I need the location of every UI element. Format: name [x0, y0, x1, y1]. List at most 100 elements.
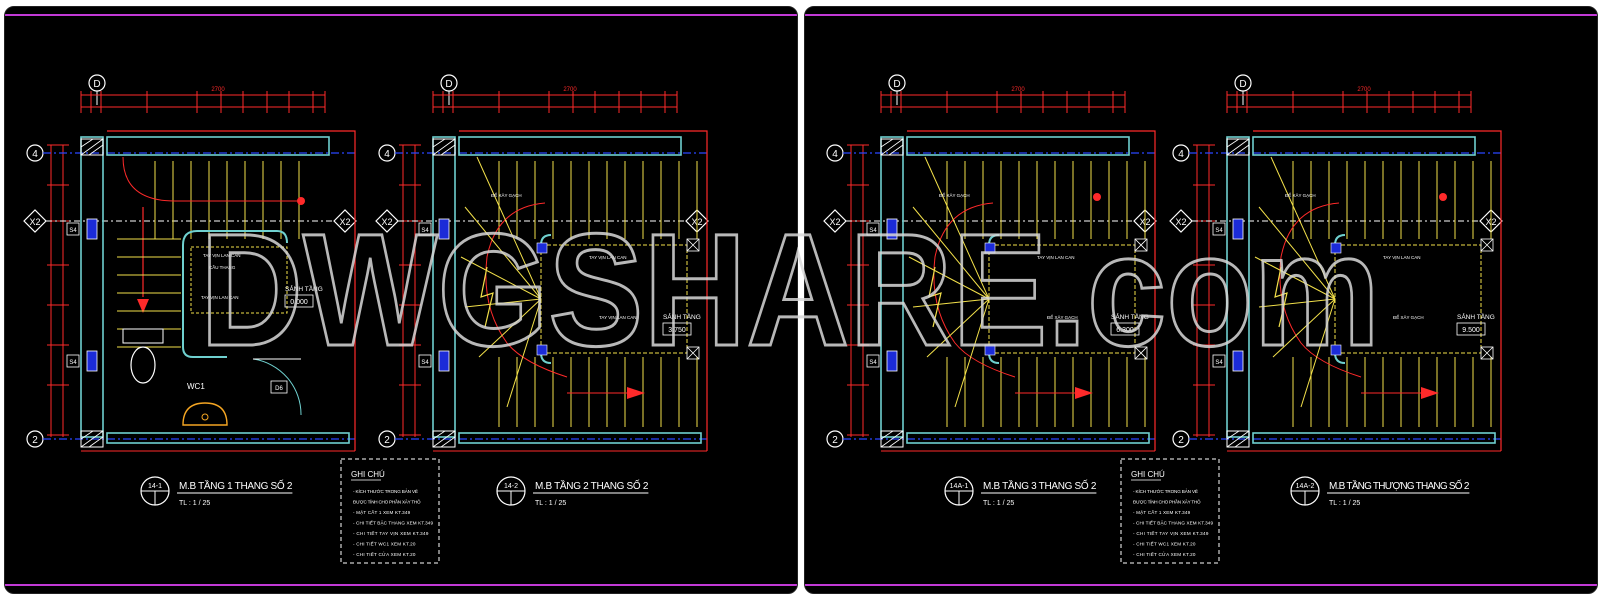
winder-line	[1270, 156, 1336, 300]
frame-line-top	[5, 14, 797, 16]
column-top-hatch	[80, 138, 104, 156]
title-code: 14A-2	[1296, 483, 1315, 490]
notes-frame	[340, 458, 440, 564]
rail-label: TAY VỊN LAN CAN	[203, 253, 241, 258]
winder-line	[912, 298, 990, 308]
dimension-text-overall: 2700	[211, 87, 225, 93]
level-value: 3.750	[668, 327, 686, 334]
title-text: M.B TẦNG 3 THANG SỐ 2	[983, 478, 1097, 492]
winder-line	[506, 298, 542, 408]
notes-item: - KÍCH THƯỚC TRONG BẢN VẼ	[353, 488, 418, 494]
break-symbol	[928, 266, 942, 328]
window-s4-upper-tag	[418, 222, 432, 236]
winder-line	[1254, 256, 1336, 300]
level-box	[662, 322, 692, 336]
frame-line-bottom	[805, 584, 1597, 586]
newel-post	[1330, 344, 1342, 356]
title-scale: TL : 1 / 25	[983, 500, 1014, 507]
wash-basin	[182, 402, 228, 426]
rail-label: TAY VỊN LAN CAN	[599, 315, 637, 320]
post-marker-cross	[1480, 238, 1494, 252]
grid-bubble-x2-left-label: X2	[1175, 217, 1186, 227]
wall-top	[906, 136, 1130, 156]
title-code: 14-1	[148, 483, 162, 490]
grid-bubble-x2-right-label: X2	[339, 217, 350, 227]
grid-bubble-d-label: D	[93, 79, 100, 90]
stair-stringer	[182, 230, 288, 246]
door-tag-label: D6	[275, 386, 283, 392]
winder-line	[1300, 298, 1336, 408]
window-s4-upper-label: S4	[1215, 228, 1223, 234]
level-box	[1110, 322, 1140, 336]
winder-line	[1258, 206, 1336, 300]
window-s4-upper-label: S4	[69, 228, 77, 234]
notes-frame	[1120, 458, 1220, 564]
grid-bubble-x2-left-label: X2	[29, 217, 40, 227]
newel-post	[984, 242, 996, 254]
grid-bubble-4-label: 4	[1178, 149, 1184, 160]
grid-bubble-2-label: 2	[832, 435, 838, 446]
walk-line	[485, 202, 568, 378]
grid-bubble-4-label: 4	[384, 149, 390, 160]
window-s4-upper	[886, 218, 898, 240]
notes-item: - MẶT CẮT 1 XEM KT.349	[353, 508, 411, 515]
title-scale: TL : 1 / 25	[1329, 500, 1360, 507]
grid-bubble-d-label: D	[445, 79, 452, 90]
frame-outline	[107, 130, 356, 451]
notes-item: - CHI TIẾT TAY VỊN XEM KT.349	[1133, 530, 1209, 536]
window-s4-lower-label: S4	[1215, 360, 1223, 366]
grid-bubble-x2-left-label: X2	[829, 217, 840, 227]
walk-arrow	[1421, 387, 1439, 399]
rail-label: CẦU THANG	[209, 264, 236, 270]
title-code: 14A-1	[950, 483, 969, 490]
title-code: 14-2	[504, 483, 518, 490]
wall-left	[880, 136, 904, 438]
column-bottom-hatch	[432, 430, 456, 448]
post-marker	[1134, 238, 1148, 252]
newel-post	[536, 242, 548, 254]
stair-stringer-left	[182, 245, 227, 358]
column-bottom-hatch	[880, 430, 904, 448]
frame-line-top	[805, 14, 1597, 16]
post-marker	[686, 238, 700, 252]
post-marker	[1480, 238, 1494, 252]
notes-heading: GHI CHÚ	[351, 470, 385, 479]
column-bottom-hatch	[1226, 430, 1250, 448]
title-text: M.B TẦNG THƯỢNG THANG SỐ 2	[1329, 478, 1470, 492]
door-tag	[270, 380, 288, 394]
window-s4-upper	[1232, 218, 1244, 240]
level-box	[284, 294, 314, 308]
grid-bubble-x2-left-label: X2	[381, 217, 392, 227]
notes-item: - CHI TIẾT BẬC THANG XEM KT.349	[1133, 520, 1213, 526]
grid-bubble-4-label: 4	[32, 149, 38, 160]
notes-item: - CHI TIẾT WC1 XEM KT.20	[1133, 541, 1196, 547]
grid-bubble-d-label: D	[1239, 79, 1246, 90]
toilet-bowl	[130, 346, 156, 384]
winder-line	[1258, 298, 1336, 308]
stair-landing	[988, 244, 1136, 354]
title-text: M.B TẦNG 2 THANG SỐ 2	[535, 478, 649, 492]
wall-bottom	[906, 432, 1150, 444]
title-scale: TL : 1 / 25	[535, 500, 566, 507]
walk-line	[1279, 202, 1362, 378]
notes-item: - CHI TIẾT CỬA XEM KT.20	[353, 551, 416, 557]
stair-landing	[540, 244, 688, 354]
grid-bubble-2-label: 2	[384, 435, 390, 446]
column-top-hatch	[880, 138, 904, 156]
window-s4-lower-label: S4	[869, 360, 877, 366]
notes-item: ĐƯỢC TÍNH CHO PHẦN XÂY THÔ	[1133, 499, 1201, 505]
notes-heading: GHI CHÚ	[1131, 470, 1165, 479]
winder-line	[464, 298, 542, 308]
winder-line	[924, 156, 990, 300]
walk-arrow	[1075, 387, 1093, 399]
break-symbol	[480, 266, 494, 328]
window-s4-upper-tag	[66, 222, 80, 236]
winder-line	[1272, 298, 1336, 358]
level-label: SẢNH TẦNG	[1111, 311, 1149, 321]
